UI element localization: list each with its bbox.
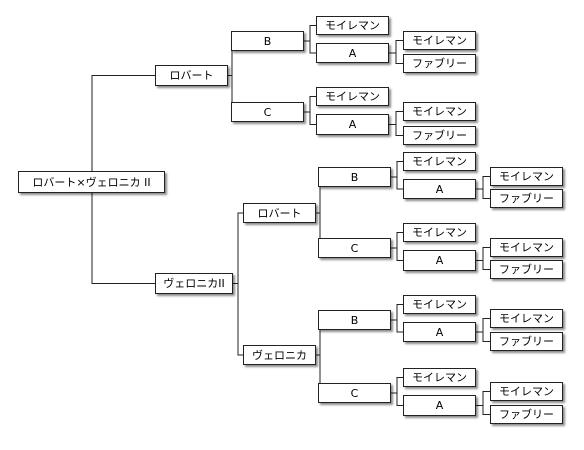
connector-b-3-moireman-9 bbox=[391, 304, 403, 321]
node-robert-1: ロバート bbox=[155, 65, 228, 86]
node-c-3: C bbox=[318, 383, 391, 403]
node-a-4: A bbox=[403, 250, 476, 271]
node-moireman-6: モイレマン bbox=[490, 167, 563, 186]
connector-c-1-a-2 bbox=[304, 111, 316, 125]
node-b-1: B bbox=[231, 31, 304, 51]
connector-a-1-moireman-2 bbox=[389, 40, 403, 54]
connector-a-5-fabry-5 bbox=[476, 331, 490, 342]
connector-c-3-a-6 bbox=[391, 392, 403, 406]
node-a-6: A bbox=[403, 395, 476, 416]
node-robert-2: ロバート bbox=[243, 203, 316, 223]
node-fabry-5: ファブリー bbox=[490, 332, 563, 351]
node-moireman-9: モイレマン bbox=[403, 295, 476, 314]
connector-a-4-fabry-4 bbox=[476, 260, 490, 270]
node-moireman-10: モイレマン bbox=[490, 309, 563, 328]
connector-b-2-a-3 bbox=[391, 176, 403, 190]
node-fabry-4: ファブリー bbox=[490, 260, 563, 279]
node-a-5: A bbox=[403, 322, 476, 342]
node-moireman-5: モイレマン bbox=[403, 152, 476, 171]
node-moireman-3: モイレマン bbox=[316, 87, 389, 106]
node-c-2: C bbox=[318, 238, 391, 258]
node-b-2: B bbox=[318, 167, 391, 187]
connector-a-2-moireman-4 bbox=[389, 111, 403, 125]
node-a-3: A bbox=[403, 179, 476, 199]
connector-b-1-a-1 bbox=[304, 40, 316, 54]
connector-c-1-moireman-3 bbox=[304, 96, 316, 113]
node-a-1: A bbox=[316, 43, 389, 63]
node-root: ロバート×ヴェロニカ II bbox=[18, 171, 165, 193]
connector-a-5-moireman-10 bbox=[476, 318, 490, 333]
node-moireman-7: モイレマン bbox=[403, 223, 476, 242]
connector-a-3-fabry-3 bbox=[476, 188, 490, 199]
connector-a-2-fabry-2 bbox=[389, 124, 403, 136]
connector-a-1-fabry-1 bbox=[389, 52, 403, 64]
connector-c-2-moireman-7 bbox=[391, 232, 403, 249]
node-fabry-3: ファブリー bbox=[490, 189, 563, 208]
connector-b-1-moireman-1 bbox=[304, 25, 316, 42]
node-a-2: A bbox=[316, 114, 389, 135]
connector-a-6-fabry-6 bbox=[476, 405, 490, 415]
node-fabry-2: ファブリー bbox=[403, 126, 476, 145]
node-veronica: ヴェロニカ bbox=[243, 345, 316, 365]
connector-root-robert-1 bbox=[91, 75, 155, 171]
connector-veronica-ii-veronica bbox=[233, 283, 243, 356]
connector-b-2-moireman-5 bbox=[391, 161, 403, 178]
node-b-3: B bbox=[318, 310, 391, 330]
node-moireman-4: モイレマン bbox=[403, 102, 476, 121]
connector-c-2-a-4 bbox=[391, 247, 403, 261]
node-fabry-1: ファブリー bbox=[403, 54, 476, 73]
node-veronica-ii: ヴェロニカII bbox=[155, 273, 233, 294]
node-moireman-2: モイレマン bbox=[403, 31, 476, 50]
node-c-1: C bbox=[231, 102, 304, 122]
node-moireman-12: モイレマン bbox=[490, 382, 563, 401]
connector-b-3-a-5 bbox=[391, 319, 403, 333]
node-fabry-6: ファブリー bbox=[490, 405, 563, 424]
connector-a-3-moireman-6 bbox=[476, 176, 490, 190]
node-moireman-8: モイレマン bbox=[490, 238, 563, 257]
connector-root-veronica-ii bbox=[91, 193, 155, 284]
connector-a-4-moireman-8 bbox=[476, 247, 490, 261]
connector-veronica-ii-robert-2 bbox=[233, 212, 243, 284]
connector-c-3-moireman-11 bbox=[391, 377, 403, 394]
node-moireman-1: モイレマン bbox=[316, 16, 389, 35]
node-moireman-11: モイレマン bbox=[403, 368, 476, 387]
connector-a-6-moireman-12 bbox=[476, 391, 490, 406]
